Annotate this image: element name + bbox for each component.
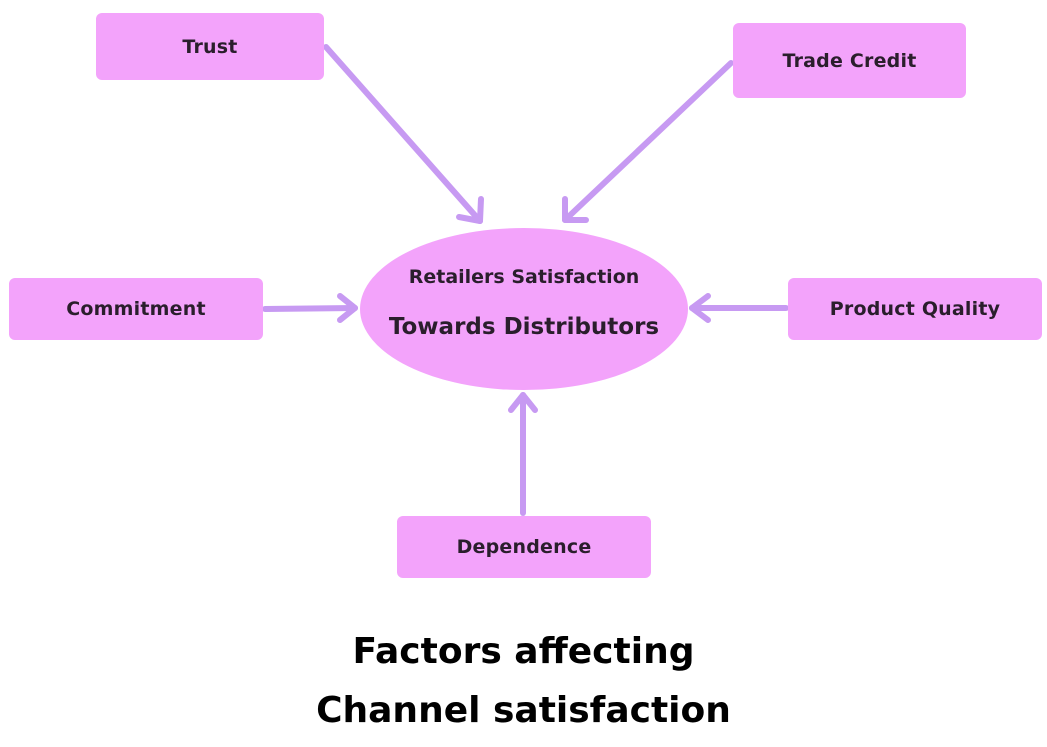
factor-trade-credit-label: Trade Credit [782,49,917,72]
arrow-trust-to-center [323,44,484,224]
arrow-product-quality-to-center [689,293,789,323]
center-node-line1: Retailers Satisfaction [408,266,640,288]
arrow-trade-credit-to-center [562,60,734,223]
factor-product-quality-label: Product Quality [829,298,1001,320]
factor-dependence: Dependence [397,516,651,578]
factor-trade-credit: Trade Credit [733,23,966,98]
caption-line1: Factors affecting [352,631,695,672]
factor-dependence-label: Dependence [456,536,592,558]
factor-product-quality: Product Quality [788,278,1042,340]
factor-commitment: Commitment [9,278,263,340]
factor-commitment-label: Commitment [66,298,206,320]
center-node-retailer-satisfaction: Retailers Satisfaction Towards Distribut… [360,228,688,390]
factor-trust-label: Trust [182,35,238,58]
caption-line2: Channel satisfaction [316,690,731,731]
arrow-commitment-to-center [262,293,358,323]
arrow-dependence-to-center [508,392,538,516]
factor-trust: Trust [96,13,324,80]
center-node-line2: Towards Distributors [388,314,660,340]
